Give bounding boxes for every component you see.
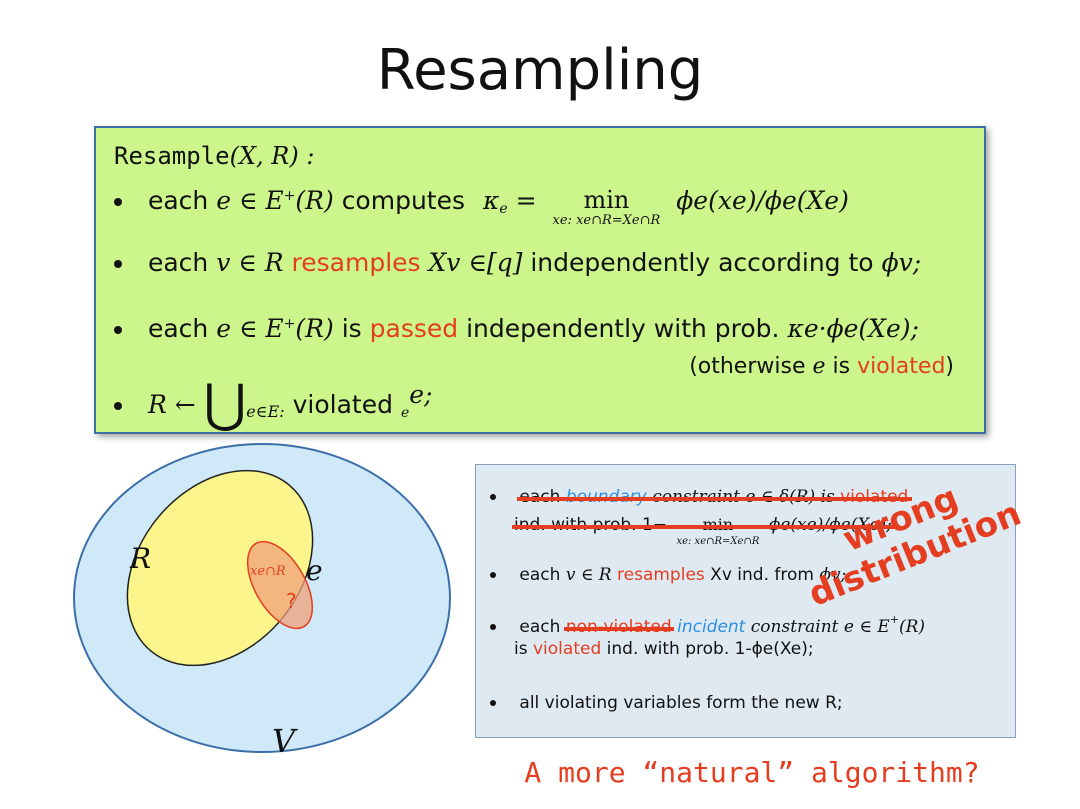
word-each: each [147,314,209,343]
note-violated: violated [857,354,946,379]
w-min: min [702,515,734,534]
w-each: each [519,487,561,507]
word-passed: passed [369,314,459,343]
word-is: is [341,314,362,343]
w-resamples: resamples [617,565,705,585]
footer-question-text: A more “natural” algorithm? [524,756,980,789]
bullet-icon [490,700,496,706]
math-v-in-R: v ∈ R [216,248,284,277]
w-v-in-R: v ∈ R [565,565,612,585]
w-ind-prob: ind. with prob. 1− [514,515,668,535]
word-each: each [147,248,209,277]
w-boundary: boundary [565,487,647,507]
struck-boundary-line-2: ind. with prob. 1− min xe: xe∩R=Xe∩R ϕe(… [514,515,892,547]
math-prob: κe·ϕe(Xe); [787,314,919,343]
venn-diagram: R e xe∩R ? V [73,443,451,760]
word-computes: computes [341,186,466,215]
algo-line-resample: each v ∈ R resamples Xv ∈[q] independent… [114,248,921,277]
algorithm-args: (X, R) : [229,142,315,170]
note-open: (otherwise [689,354,806,379]
w-violated-2: violated [533,639,602,659]
wrong-line-incident: each non-violated incident constraint e … [490,613,925,637]
math-plus: + [283,316,296,332]
w-phi: ϕv; [819,565,847,585]
math-violated-sub: e [400,405,410,421]
math-plus: + [283,188,296,204]
w-R: (R) [899,617,926,637]
min-op: min [583,186,630,214]
math-kappa: κ [482,186,500,215]
math-range: ∈[q] [468,248,523,277]
w-non-violated: non-violated [565,617,672,637]
math-R: (R) [295,314,334,343]
bullet-icon [490,572,496,578]
word-resamples: resamples [291,248,421,277]
note-e: e [812,354,826,379]
math-ratio: ϕe(xe)/ϕe(Xe) [676,186,849,215]
wrong-line-boundary: each boundary constraint e ∈ δ(R) is vio… [490,487,908,507]
math-Xv: Xv [428,248,461,277]
w-each: each [519,617,561,637]
wrong-line-resample: each v ∈ R resamples Xv ind. from ϕv; [490,565,846,585]
bullet-icon [114,402,122,410]
w-constraint: constraint e ∈ δ(R) is [652,487,835,507]
slide-title: Resampling [376,38,704,103]
bullet-icon [490,494,496,500]
math-equals: = [515,186,537,215]
w-min-operator: min xe: xe∩R=Xe∩R [676,515,759,549]
math-kappa-sub: e [499,201,508,217]
label-V: V [272,722,298,760]
label-x: xe∩R [250,564,286,579]
w-ind-from: Xv ind. from [710,565,814,585]
math-R: (R) [295,186,334,215]
constraint-e [246,540,314,630]
math-e-in-E: e ∈ E [216,314,284,343]
wrong-line-incident-2: is violated ind. with prob. 1-ϕe(Xe); [514,639,814,659]
wrong-algorithm-box: each boundary constraint e ∈ δ(R) is vio… [475,464,1016,738]
w-each: each [519,565,561,585]
bullet-icon [114,326,122,334]
note-is: is [832,354,851,379]
struck-boundary-line: each boundary constraint e ∈ δ(R) is vio… [519,487,908,507]
math-R-arrow: R ← [147,390,196,419]
w-is: is [514,639,528,659]
w-incident: incident [677,617,746,637]
algorithm-name: Resample [114,142,230,170]
w-ind-prob-2: ind. with prob. 1-ϕe(Xe); [606,639,814,659]
bullet-icon [490,624,496,630]
label-e: e [306,554,323,587]
algorithm-box: Resample(X, R) : each e ∈ E+(R) computes… [94,126,986,434]
w-constraint-e: constraint e ∈ E [750,617,890,637]
footer-question: A more “natural” algorithm? [0,756,1080,789]
math-e-tail: e; [409,380,433,409]
words-with-prob: independently with prob. [466,314,780,343]
w-plus: + [889,613,899,626]
label-R: R [129,542,151,575]
min-operator: min xe: xe∩R=Xe∩R [553,186,661,228]
words-independently: independently according to [530,248,874,277]
label-question: ? [286,589,297,613]
union-under: e∈E: [246,402,285,421]
note-close: ) [945,354,954,379]
algo-line-update: R ← ⋃e∈E: violated ee; [114,374,432,434]
w-min-under: xe: xe∩R=Xe∩R [676,536,760,547]
union-symbol: ⋃ [203,374,247,434]
math-e-in-E: e ∈ E [216,186,284,215]
bullet-icon [114,260,122,268]
algorithm-header: Resample(X, R) : [114,142,314,170]
min-under: xe: xe∩R=Xe∩R [552,213,661,228]
bullet-icon [114,198,122,206]
algo-line-compute: each e ∈ E+(R) computes κe = min xe: xe∩… [114,186,849,228]
math-phi-v: ϕv; [881,248,922,277]
wrong-line-boundary-2: ind. with prob. 1− min xe: xe∩R=Xe∩R ϕe(… [514,515,892,549]
word-violated: violated [292,390,393,419]
algo-line-passed: each e ∈ E+(R) is passed independently w… [114,314,919,343]
word-each: each [147,186,209,215]
wrong-line-form: all violating variables form the new R; [490,693,843,713]
otherwise-note: (otherwise e is violated) [689,354,954,379]
w-all-violating: all violating variables form the new R; [519,693,843,713]
